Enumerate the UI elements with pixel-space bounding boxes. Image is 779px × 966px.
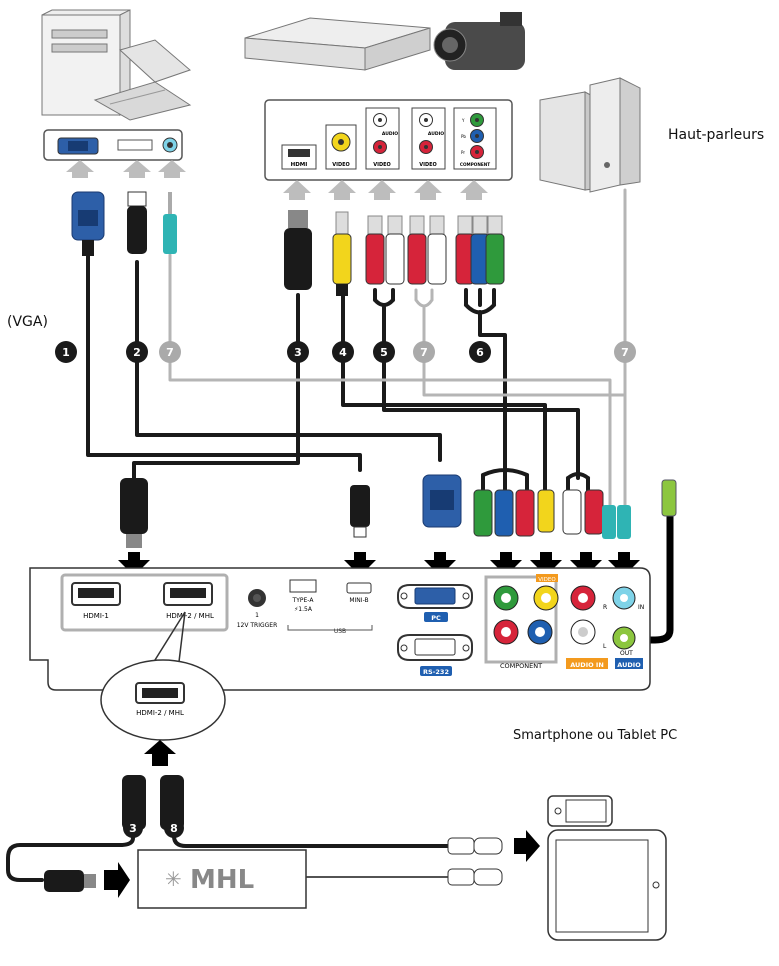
src-hdmi-label: HDMI <box>291 162 308 168</box>
audio-jack-out-label: OUT <box>620 650 633 657</box>
mhl-up-arrow-icon <box>144 740 176 766</box>
zoom-hdmi2-mhl-label: HDMI-2 / MHL <box>136 709 184 717</box>
laptop-icon <box>93 39 192 121</box>
mini-b-label: MINI-B <box>349 597 368 604</box>
component-label: COMPONENT <box>500 662 542 670</box>
tablet-icon <box>547 829 667 941</box>
svg-text:✳: ✳ <box>165 867 182 891</box>
rs232-label: RS-232 <box>423 668 449 676</box>
audio-in-r-label: R <box>603 604 607 611</box>
svg-text:4: 4 <box>339 346 347 359</box>
audio-in-l-label: L <box>603 643 607 650</box>
mhl-adapter-arrow-icon <box>104 862 130 898</box>
svg-text:3: 3 <box>294 346 302 359</box>
src-pr-label: Pr <box>461 150 465 155</box>
mobile-device-label: Smartphone ou Tablet PC <box>513 728 678 743</box>
src-y-label: Y <box>461 118 465 123</box>
svg-text:7: 7 <box>621 346 629 359</box>
vga-label: (VGA) <box>7 314 48 330</box>
hdmi2-mhl-zoom-callout: HDMI-2 / MHL <box>100 611 226 741</box>
badge-7a: 7 <box>159 341 181 363</box>
usb-type-a-power-label: ⚡1.5A <box>294 606 313 613</box>
src-video-label-2: VIDEO <box>373 162 391 168</box>
dvd-player-icon <box>244 17 431 71</box>
badge-1: 1 <box>55 341 77 363</box>
speakers-label: Haut-parleurs <box>668 127 765 143</box>
mhl-logo-text: MHL <box>190 865 254 895</box>
badge-8: 8 <box>164 818 184 838</box>
svg-text:5: 5 <box>380 346 388 359</box>
mhl-adapter: ✳ MHL <box>137 849 307 909</box>
source-side-connectors <box>284 210 505 296</box>
projector-rear-panel: HDMI-1 HDMI-2 / MHL 1 12V TRIGGER TYPE-A… <box>29 567 651 691</box>
audio-in-label: AUDIO IN <box>570 661 604 669</box>
hdmi1-label: HDMI-1 <box>83 612 109 620</box>
source-arrows <box>283 180 488 200</box>
src-video-label-1: VIDEO <box>332 162 350 168</box>
cable-number-badges: 1 2 3 4 5 6 7 7 7 3 8 <box>55 341 636 838</box>
computer-port-panel <box>43 129 183 161</box>
badge-5: 5 <box>373 341 395 363</box>
hdmi2-mhl-label: HDMI-2 / MHL <box>166 612 214 620</box>
trigger-pin-label: 1 <box>255 612 259 619</box>
video-label: VIDEO <box>538 577 556 583</box>
badge-3-bottom: 3 <box>123 818 143 838</box>
svg-text:7: 7 <box>166 346 174 359</box>
projector-side-connectors <box>120 474 677 548</box>
usb-label: USB <box>334 628 346 635</box>
svg-text:2: 2 <box>133 346 141 359</box>
audio-label: AUDIO <box>617 661 641 669</box>
svg-text:6: 6 <box>476 346 484 359</box>
badge-6: 6 <box>469 341 491 363</box>
svg-text:1: 1 <box>62 346 70 359</box>
src-audio-label-1: AUDIO <box>382 131 398 137</box>
badge-3: 3 <box>287 341 309 363</box>
mhl-plugs <box>44 775 503 892</box>
svg-text:7: 7 <box>420 346 428 359</box>
mobile-arrow-icon <box>514 830 540 862</box>
badge-2: 2 <box>126 341 148 363</box>
computer-side-connectors <box>71 191 177 256</box>
badge-7c: 7 <box>614 341 636 363</box>
src-video-label-3: VIDEO <box>419 162 437 168</box>
src-audio-label-2: AUDIO <box>428 131 444 137</box>
svg-text:8: 8 <box>170 822 178 835</box>
badge-4: 4 <box>332 341 354 363</box>
src-component-label: COMPONENT <box>460 162 490 167</box>
svg-text:3: 3 <box>129 822 137 835</box>
av-source-port-panel: HDMI VIDEO AUDIO VIDEO AUDIO VIDEO Y Pb … <box>264 99 513 181</box>
src-pb-label: Pb <box>461 134 466 139</box>
usb-type-a-label: TYPE-A <box>292 597 315 604</box>
camcorder-icon <box>433 12 525 70</box>
trigger-label: 12V TRIGGER <box>237 622 278 629</box>
speakers-icon <box>539 77 641 193</box>
audio-jack-in-label: IN <box>638 604 644 611</box>
badge-7b: 7 <box>413 341 435 363</box>
computer-arrows <box>66 160 186 178</box>
projector-arrows <box>118 552 640 576</box>
pc-label: PC <box>431 614 441 622</box>
smartphone-icon <box>547 795 613 827</box>
